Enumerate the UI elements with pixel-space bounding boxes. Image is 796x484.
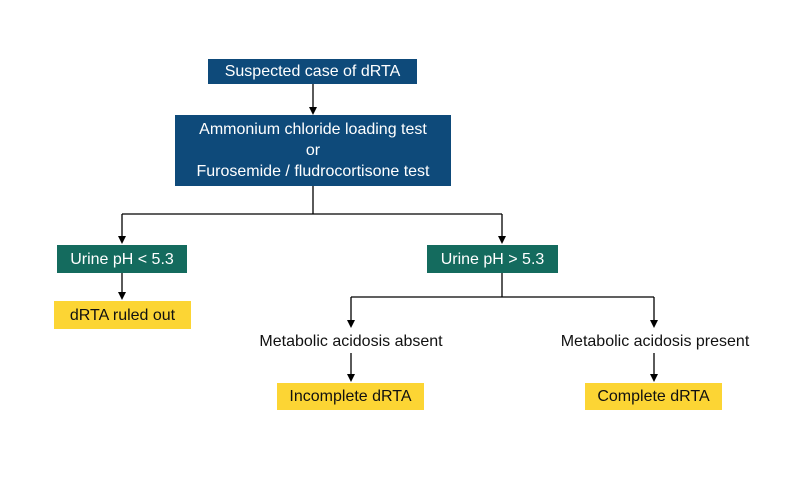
- arrowhead-present-to-complete: [650, 374, 658, 382]
- loading-test-box: Ammonium chloride loading test or Furose…: [175, 115, 451, 186]
- arrowhead-to-ph-high: [498, 236, 506, 244]
- arrowhead-to-acidosis-absent: [347, 320, 355, 328]
- loading-test-line-3: Furosemide / fludrocortisone test: [196, 163, 430, 180]
- urine-ph-low-label: Urine pH < 5.3: [70, 250, 174, 268]
- suspected-case-label: Suspected case of dRTA: [224, 63, 401, 80]
- arrowhead-absent-to-incomplete: [347, 374, 355, 382]
- loading-test-line-2: or: [305, 142, 321, 159]
- suspected-case-box: Suspected case of dRTA: [208, 59, 417, 84]
- metabolic-acidosis-present-text: Metabolic acidosis present: [537, 329, 773, 353]
- urine-ph-high-label: Urine pH > 5.3: [440, 250, 545, 268]
- arrowhead-suspected-to-test: [309, 107, 317, 115]
- urine-ph-low-box: Urine pH < 5.3: [57, 245, 187, 273]
- drta-ruled-out-box: dRTA ruled out: [54, 301, 191, 329]
- loading-test-line-1: Ammonium chloride loading test: [199, 121, 427, 138]
- complete-drta-label: Complete dRTA: [597, 388, 710, 405]
- drta-ruled-out-label: dRTA ruled out: [69, 306, 176, 324]
- arrowhead-ph-low-to-ruled-out: [118, 292, 126, 300]
- metabolic-acidosis-absent-text: Metabolic acidosis absent: [238, 329, 464, 353]
- arrowhead-to-acidosis-present: [650, 320, 658, 328]
- incomplete-drta-label: Incomplete dRTA: [289, 388, 412, 405]
- metabolic-acidosis-absent-label: Metabolic acidosis absent: [259, 332, 443, 350]
- metabolic-acidosis-present-label: Metabolic acidosis present: [560, 332, 750, 350]
- complete-drta-box: Complete dRTA: [585, 383, 722, 410]
- urine-ph-high-box: Urine pH > 5.3: [427, 245, 558, 273]
- incomplete-drta-box: Incomplete dRTA: [277, 383, 424, 410]
- arrowhead-to-ph-low: [118, 236, 126, 244]
